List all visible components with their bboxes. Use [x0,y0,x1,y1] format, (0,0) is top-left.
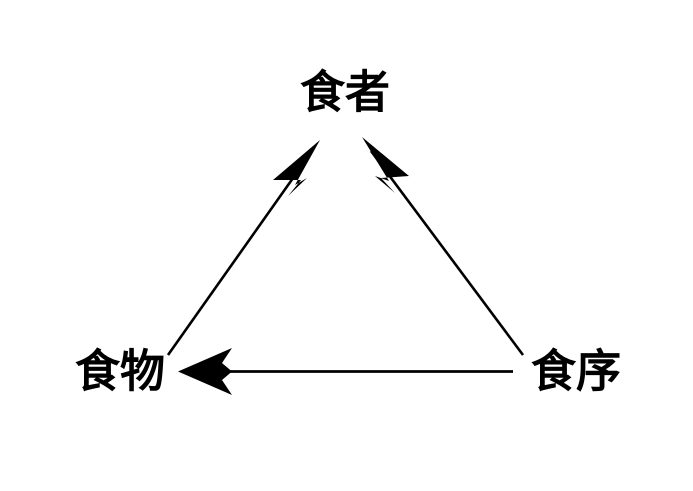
node-label-food: 食物 [74,344,166,398]
node-label-eater: 食者 [299,65,391,119]
node-label-order: 食序 [530,344,622,398]
edge-food-to-eater-line [166,153,312,356]
edge-order-to-eater-line [369,150,525,356]
edge-order-to-food-arrowhead [178,348,232,395]
edge-food-to-eater [166,140,320,356]
edge-food-to-eater-arrowhead [273,140,320,196]
edge-order-to-food [178,348,513,395]
edge-order-to-eater-arrowhead [362,137,409,193]
edge-order-to-eater [362,137,525,356]
